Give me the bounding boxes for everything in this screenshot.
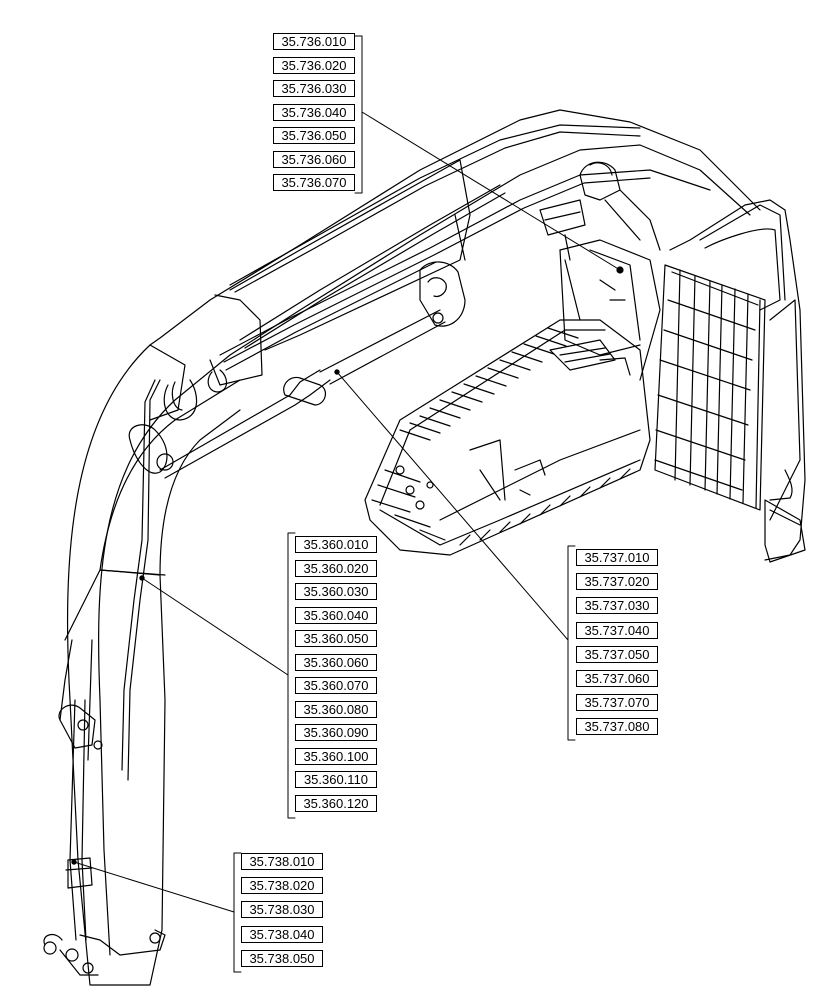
boom-drawing	[43, 109, 761, 986]
callout-35-737-050[interactable]: 35.737.050	[576, 645, 658, 663]
callout-35-738-050[interactable]: 35.738.050	[241, 949, 323, 967]
leader-35-736	[361, 111, 621, 271]
callout-35-737-070[interactable]: 35.737.070	[576, 694, 658, 712]
callout-35-736-040[interactable]: 35.736.040	[273, 103, 355, 121]
callout-35-736-010[interactable]: 35.736.010	[273, 33, 355, 50]
callout-35-736-060[interactable]: 35.736.060	[273, 150, 355, 168]
callout-35-360-090[interactable]: 35.360.090	[295, 724, 377, 741]
callout-35-360-010[interactable]: 35.360.010	[295, 536, 377, 553]
callout-35-360-050[interactable]: 35.360.050	[295, 630, 377, 647]
callout-35-360-100[interactable]: 35.360.100	[295, 747, 377, 765]
callout-35-736-030[interactable]: 35.736.030	[273, 80, 355, 97]
callout-35-737-010[interactable]: 35.737.010	[576, 549, 658, 566]
leader-35-738	[73, 861, 235, 913]
callout-35-738-040[interactable]: 35.738.040	[241, 925, 323, 943]
callout-35-737-020[interactable]: 35.737.020	[576, 573, 658, 591]
callout-35-738-030[interactable]: 35.738.030	[241, 901, 323, 919]
callout-35-360-020[interactable]: 35.360.020	[295, 559, 377, 577]
leader-35-360	[141, 577, 289, 676]
callout-35-736-070[interactable]: 35.736.070	[273, 174, 355, 191]
callout-35-737-040[interactable]: 35.737.040	[576, 621, 658, 639]
callout-35-360-120[interactable]: 35.360.120	[295, 794, 377, 812]
callout-35-738-010[interactable]: 35.738.010	[241, 853, 323, 870]
leader-35-737	[336, 371, 569, 641]
callout-35-360-070[interactable]: 35.360.070	[295, 677, 377, 694]
callout-35-737-080[interactable]: 35.737.080	[576, 718, 658, 736]
callout-35-360-040[interactable]: 35.360.040	[295, 606, 377, 624]
callout-35-736-050[interactable]: 35.736.050	[273, 127, 355, 144]
cab-drawing	[539, 161, 806, 563]
callout-35-737-030[interactable]: 35.737.030	[576, 597, 658, 615]
callout-35-360-110[interactable]: 35.360.110	[295, 771, 377, 788]
callout-35-736-020[interactable]: 35.736.020	[273, 56, 355, 74]
callout-35-360-080[interactable]: 35.360.080	[295, 700, 377, 718]
track-drawing	[364, 319, 651, 556]
callout-35-360-030[interactable]: 35.360.030	[295, 583, 377, 600]
callout-35-738-020[interactable]: 35.738.020	[241, 877, 323, 895]
callout-35-360-060[interactable]: 35.360.060	[295, 653, 377, 671]
callout-35-737-060[interactable]: 35.737.060	[576, 670, 658, 687]
leader-lines	[71, 35, 623, 973]
